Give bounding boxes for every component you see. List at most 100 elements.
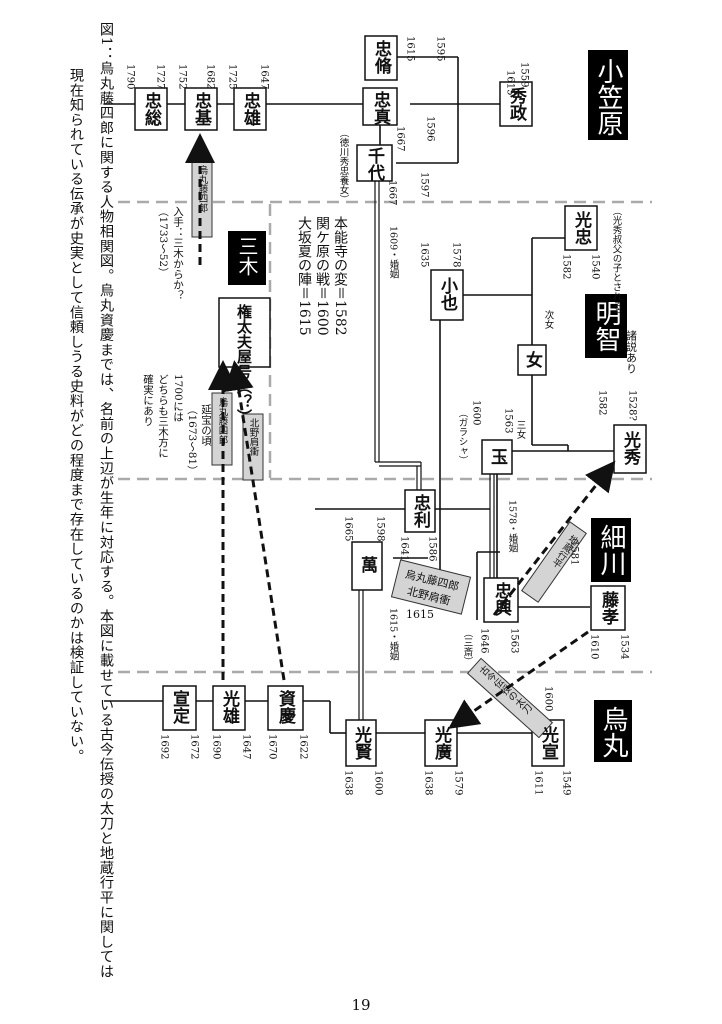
note-ogasawara-range: （1733〜52） [157, 206, 169, 278]
person-tadanaga: 忠脩 [371, 39, 393, 75]
caption-line-2: 現在知られている伝承が史実として信頼しうる史料がどの程度まで存在しているのかは検… [68, 68, 84, 764]
person-tadamoto: 忠基 [191, 91, 213, 126]
person-sukeyoshi: 資慶 [275, 690, 296, 725]
person-mitsuhiro: 光廣 [431, 725, 453, 761]
years-mitsuo-death: 1690 [211, 734, 222, 759]
years-tadafusa-death: 1790 [125, 64, 136, 89]
person-mitsuo: 光雄 [219, 689, 241, 725]
person-mitsunobu: 光宣 [538, 725, 560, 760]
years-sukeyoshi-death: 1670 [267, 734, 278, 759]
years-mitsuhide-death: 1582 [597, 390, 608, 415]
years-mitsunobu-birth: 1549 [561, 770, 572, 795]
note-marriage-1578: 1578・婚姻 [507, 500, 519, 554]
years-mitsuo-birth: 1647 [241, 734, 252, 759]
years-mitsunobu-death: 1611 [533, 770, 544, 795]
person-tadatoshi: 忠利 [410, 493, 431, 529]
transfer-label-miki-katatsuki: 北野肩衝 [248, 418, 260, 456]
person-tadafusa: 忠総 [141, 91, 162, 127]
family-labels [228, 50, 632, 762]
event-osaka: 大坂夏の陣＝1615 [296, 216, 312, 336]
years-tadaoki-death: 1646 [479, 628, 490, 653]
years-tadao-death: 1725 [227, 64, 238, 89]
family-separators [118, 200, 652, 674]
family-label-ogasawara: 小笠原 [593, 58, 623, 136]
event-honnoji: 本能寺の変＝1582 [332, 216, 348, 336]
years-tadamoto-death: 1752 [177, 64, 188, 89]
years-tadanaga-death: 1615 [405, 36, 416, 61]
family-label-bg [594, 700, 632, 762]
years-tadatoshi-death: 1641 [399, 536, 410, 561]
years-tadanaga-birth: 1595 [435, 36, 446, 61]
years-sukeyoshi-birth: 1622 [298, 734, 309, 759]
transfer-arrows [185, 133, 616, 729]
note-miki-3: 確実にあり [142, 373, 154, 426]
note-marriage-1615: 1615・婚姻 [388, 608, 400, 662]
years-man-death: 1665 [343, 516, 354, 541]
event-sekigahara: 関ケ原の戦＝1600 [314, 216, 330, 336]
years-mitsuhiro-birth: 1579 [453, 770, 464, 795]
years-chiyo-birth: 1597 [419, 172, 430, 197]
marriage-lines [358, 180, 495, 720]
years-mitsukata-birth: 1600 [373, 770, 384, 795]
person-mitsukata: 光賢 [351, 725, 373, 761]
note-chiyo: （徳川秀忠養女） [338, 128, 350, 204]
years-tama-birth: 1563 [503, 408, 514, 433]
years-mitsutada-birth: 1540 [590, 254, 601, 279]
years-nobusada-death: 1692 [159, 734, 170, 759]
transfer-year-jizo: 1581 [569, 540, 580, 565]
transfer-label-ogasawara: 烏丸藤四郎 [197, 164, 209, 213]
family-label-miki: 三木 [235, 236, 259, 276]
note-era-range: （1673〜81） [186, 404, 198, 476]
note-marriage-1609: 1609・婚姻 [388, 226, 400, 280]
years-mitsutada-death: 1582 [561, 254, 572, 279]
transfer-boxes [191, 160, 587, 739]
years-tadatoshi-birth: 1586 [427, 536, 438, 561]
years-man-birth: 1598 [375, 516, 386, 541]
person-onna: 女 [522, 350, 543, 369]
person-tadaoki: 忠興 [491, 581, 512, 617]
transfer-label-miki-sword: 烏丸藤四郎 [217, 396, 229, 445]
person-mitsutada: 光忠 [571, 210, 593, 245]
years-mitsuhide-birth: 1528? [627, 390, 638, 421]
note-miki-2: どちらも三木方に [157, 374, 169, 458]
note-mitsutada: （光秀叔父の子とされる） [611, 206, 623, 320]
years-tadaoki-birth: 1563 [509, 628, 520, 653]
page-number: 19 [351, 996, 371, 1014]
caption-line-1: 図1：烏丸藤四郎に関する人物相関図。烏丸資慶までは、名前の上辺が生年に対応する。… [98, 22, 114, 979]
years-tadafusa-birth: 1727 [155, 64, 166, 89]
years-tadazane-birth: 1596 [425, 116, 436, 141]
family-label-bg [228, 231, 266, 285]
note-jijo: 次女 [543, 309, 555, 330]
lineage-lines [104, 56, 614, 734]
person-fujitaka: 藤孝 [598, 591, 619, 626]
person-box-frames [134, 35, 647, 767]
person-tama: 玉 [487, 448, 508, 465]
note-1615: 1615 [406, 608, 434, 621]
note-mitsuhide: 諸説あり [625, 329, 638, 374]
years-mitsukata-death: 1638 [343, 770, 354, 795]
family-label-bg [585, 294, 627, 358]
person-mitsuhide: 光秀 [620, 430, 642, 465]
years-hidemasa-death: 1615 [505, 70, 516, 95]
person-tadao: 忠雄 [240, 91, 262, 127]
note-sanjo: 三女 [515, 420, 527, 440]
family-label-karasumaru: 烏丸 [598, 706, 628, 758]
years-hidemasa-birth: 1559 [519, 62, 530, 87]
note-tama: （ガラシャ） [457, 408, 469, 465]
person-nobusada: 宣定 [169, 689, 190, 725]
note-tadaoki: （三斎） [462, 628, 474, 666]
years-tadao-birth: 1647 [259, 64, 270, 89]
years-tama-death: 1600 [471, 400, 482, 425]
text-layer: 小笠原 明智 細川 烏丸 三木 秀政 忠脩 忠真 千代 忠雄 忠基 忠総 光忠 … [125, 36, 642, 795]
years-koya-death: 1635 [419, 242, 430, 267]
person-man: 萬 [357, 555, 378, 574]
note-era-enpo: 延宝の頃 [200, 404, 212, 447]
person-miki-yago: 権太夫屋号（？） [235, 303, 253, 424]
years-fujitaka-birth: 1534 [619, 634, 630, 659]
years-tadamoto-birth: 1682 [205, 64, 216, 89]
note-miki-1: 1700には [172, 374, 184, 422]
years-fujitaka-death: 1610 [589, 634, 600, 659]
person-tadazane: 忠真 [370, 90, 391, 126]
family-label-bg [591, 518, 631, 582]
